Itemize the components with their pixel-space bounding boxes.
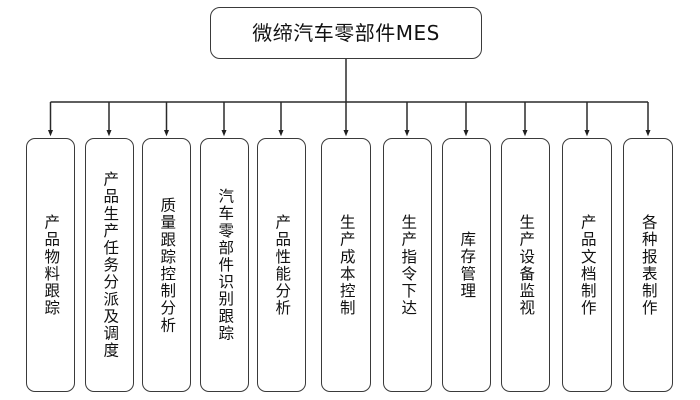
module-node-product-performance-analysis[interactable]: 产品性能分析: [257, 138, 306, 392]
module-node-production-order-release[interactable]: 生产指令下达: [383, 138, 432, 392]
module-node-label: 汽车零部件识别跟踪: [216, 188, 235, 342]
module-node-label: 质量跟踪控制分析: [158, 196, 177, 334]
module-node-label: 产品物料跟踪: [42, 213, 61, 317]
module-node-product-documentation[interactable]: 产品文档制作: [562, 138, 612, 392]
module-node-production-cost-control[interactable]: 生产成本控制: [321, 138, 371, 392]
module-node-equipment-monitoring[interactable]: 生产设备监视: [501, 138, 550, 392]
module-node-production-task-dispatch[interactable]: 产品生产任务分派及调度: [85, 138, 134, 392]
module-node-quality-tracking-analysis[interactable]: 质量跟踪控制分析: [142, 138, 191, 392]
module-node-label: 各种报表制作: [639, 213, 658, 317]
root-node-label: 微缔汽车零部件MES: [252, 21, 440, 45]
module-node-inventory-management[interactable]: 库存管理: [442, 138, 491, 392]
module-node-report-generation[interactable]: 各种报表制作: [623, 138, 673, 392]
module-node-label: 产品生产任务分派及调度: [101, 170, 120, 360]
module-node-label: 生产成本控制: [337, 213, 356, 317]
module-node-label: 生产指令下达: [399, 213, 418, 317]
module-node-label: 库存管理: [458, 230, 477, 300]
module-node-label: 产品性能分析: [273, 213, 292, 317]
module-node-material-tracking[interactable]: 产品物料跟踪: [26, 138, 75, 392]
module-node-auto-parts-identification[interactable]: 汽车零部件识别跟踪: [200, 138, 249, 392]
module-node-label: 生产设备监视: [517, 213, 536, 317]
root-node-mes-system[interactable]: 微缔汽车零部件MES: [210, 7, 482, 59]
module-node-label: 产品文档制作: [578, 213, 597, 317]
